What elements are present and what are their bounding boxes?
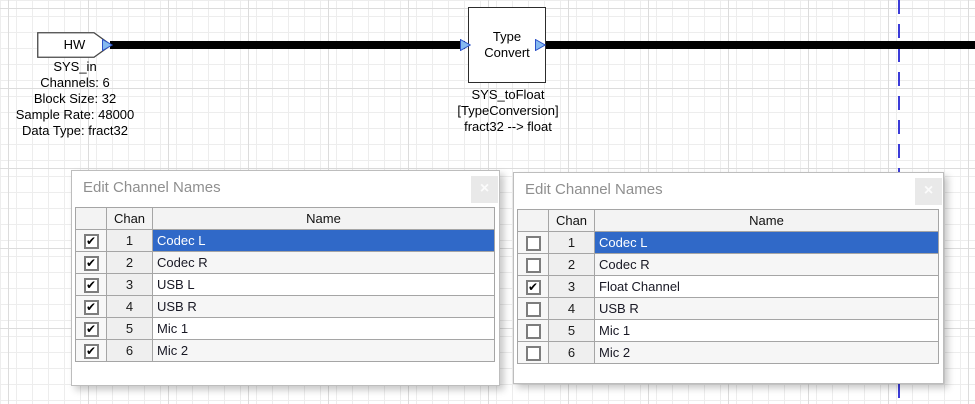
column-header-chan: Chan [548,209,595,232]
channel-number-cell: 1 [548,231,595,254]
hw-prop-samplerate: Sample Rate: 48000 [15,107,135,122]
channel-checkbox-cell[interactable] [517,341,549,364]
channel-number-cell: 1 [106,229,153,252]
type-convert-instance-name: SYS_toFloat [471,87,545,102]
channel-checkbox[interactable] [525,235,541,251]
type-convert-conversion: fract32 --> float [464,119,552,134]
table-row: 2 Codec R [517,253,939,276]
table-row: 5 Mic 1 [517,319,939,342]
channel-number-cell: 4 [548,297,595,320]
channel-number-cell: 6 [106,339,153,362]
channel-checkbox-cell[interactable]: ✔ [75,251,107,274]
channel-checkbox[interactable] [525,323,541,339]
channel-name-cell[interactable]: Mic 1 [594,319,939,342]
table-row: 4 USB R [517,297,939,320]
channel-number-cell: 5 [548,319,595,342]
channel-number-cell: 3 [548,275,595,298]
table-row: ✔ 5 Mic 1 [75,317,495,340]
hw-block-label: HW [63,37,86,52]
channel-checkbox-cell[interactable]: ✔ [75,229,107,252]
column-header-empty [75,207,107,230]
hw-prop-datatype: Data Type: fract32 [22,123,128,138]
type-convert-block[interactable]: Type Convert [468,7,546,83]
channel-checkbox[interactable]: ✔ [83,321,99,337]
hw-output-pin-icon[interactable] [102,39,113,51]
table-header-row: Chan Name [75,207,495,230]
channel-name-cell[interactable]: Mic 2 [152,339,495,362]
table-row: ✔ 6 Mic 2 [75,339,495,362]
column-header-empty [517,209,549,232]
channel-name-cell[interactable]: Mic 1 [152,317,495,340]
type-convert-input-pin-icon[interactable] [460,39,471,51]
channel-checkbox-cell[interactable]: ✔ [517,275,549,298]
channel-name-cell[interactable]: Mic 2 [594,341,939,364]
table-row: ✔ 1 Codec L [75,229,495,252]
table-row: ✔ 2 Codec R [75,251,495,274]
hw-block-caption: SYS_in Channels: 6 Block Size: 32 Sample… [0,59,150,139]
column-header-name: Name [594,209,939,232]
hw-instance-name: SYS_in [53,59,97,74]
type-convert-output-pin-icon[interactable] [535,39,546,51]
channel-checkbox-cell[interactable] [517,297,549,320]
hw-input-block[interactable]: HW [37,32,112,58]
channel-checkbox-cell[interactable] [517,253,549,276]
hw-block-shape-icon [37,32,112,58]
table-row: ✔ 3 Float Channel [517,275,939,298]
channel-name-cell[interactable]: Codec R [594,253,939,276]
channel-checkbox[interactable]: ✔ [83,255,99,271]
table-row: 1 Codec L [517,231,939,254]
channel-name-cell[interactable]: USB R [152,295,495,318]
channel-number-cell: 6 [548,341,595,364]
channel-checkbox[interactable]: ✔ [525,279,541,295]
hw-prop-blocksize: Block Size: 32 [33,91,117,106]
type-convert-label-line2: Convert [484,45,530,60]
channel-checkbox[interactable]: ✔ [83,299,99,315]
table-row: ✔ 4 USB R [75,295,495,318]
channel-table: Chan Name 1 Codec L 2 Codec R ✔ 3 Float … [517,209,939,364]
channel-number-cell: 3 [106,273,153,296]
column-header-chan: Chan [106,207,153,230]
channel-number-cell: 5 [106,317,153,340]
channel-checkbox[interactable] [525,345,541,361]
edit-channel-names-dialog-left[interactable]: Edit Channel Names × Chan Name ✔ 1 Codec… [71,170,500,386]
channel-name-cell[interactable]: Codec L [152,229,495,252]
type-convert-label-line1: Type [492,29,522,44]
column-header-name: Name [152,207,495,230]
channel-checkbox-cell[interactable]: ✔ [75,317,107,340]
channel-number-cell: 2 [548,253,595,276]
close-icon[interactable]: × [471,176,498,203]
hw-prop-channels: Channels: 6 [40,75,110,90]
signal-wire[interactable] [545,41,975,49]
channel-name-cell[interactable]: USB R [594,297,939,320]
channel-name-cell[interactable]: Codec R [152,251,495,274]
close-icon[interactable]: × [915,178,942,205]
channel-checkbox[interactable]: ✔ [83,343,99,359]
channel-checkbox-cell[interactable] [517,231,549,254]
dialog-title: Edit Channel Names [525,181,663,198]
channel-checkbox-cell[interactable]: ✔ [75,339,107,362]
channel-checkbox-cell[interactable]: ✔ [75,273,107,296]
channel-number-cell: 2 [106,251,153,274]
channel-checkbox-cell[interactable] [517,319,549,342]
channel-name-cell[interactable]: Codec L [594,231,939,254]
channel-checkbox[interactable] [525,257,541,273]
channel-number-cell: 4 [106,295,153,318]
channel-checkbox[interactable] [525,301,541,317]
table-header-row: Chan Name [517,209,939,232]
signal-wire[interactable] [110,41,465,49]
dialog-title: Edit Channel Names [83,179,221,196]
table-row: 6 Mic 2 [517,341,939,364]
table-row: ✔ 3 USB L [75,273,495,296]
channel-checkbox[interactable]: ✔ [83,233,99,249]
edit-channel-names-dialog-right[interactable]: Edit Channel Names × Chan Name 1 Codec L… [513,172,944,384]
channel-name-cell[interactable]: Float Channel [594,275,939,298]
channel-table: Chan Name ✔ 1 Codec L ✔ 2 Codec R ✔ 3 US… [75,207,495,362]
type-convert-caption: SYS_toFloat [TypeConversion] fract32 -->… [418,87,598,135]
channel-checkbox[interactable]: ✔ [83,277,99,293]
channel-checkbox-cell[interactable]: ✔ [75,295,107,318]
type-convert-module-class: [TypeConversion] [457,103,559,118]
channel-name-cell[interactable]: USB L [152,273,495,296]
